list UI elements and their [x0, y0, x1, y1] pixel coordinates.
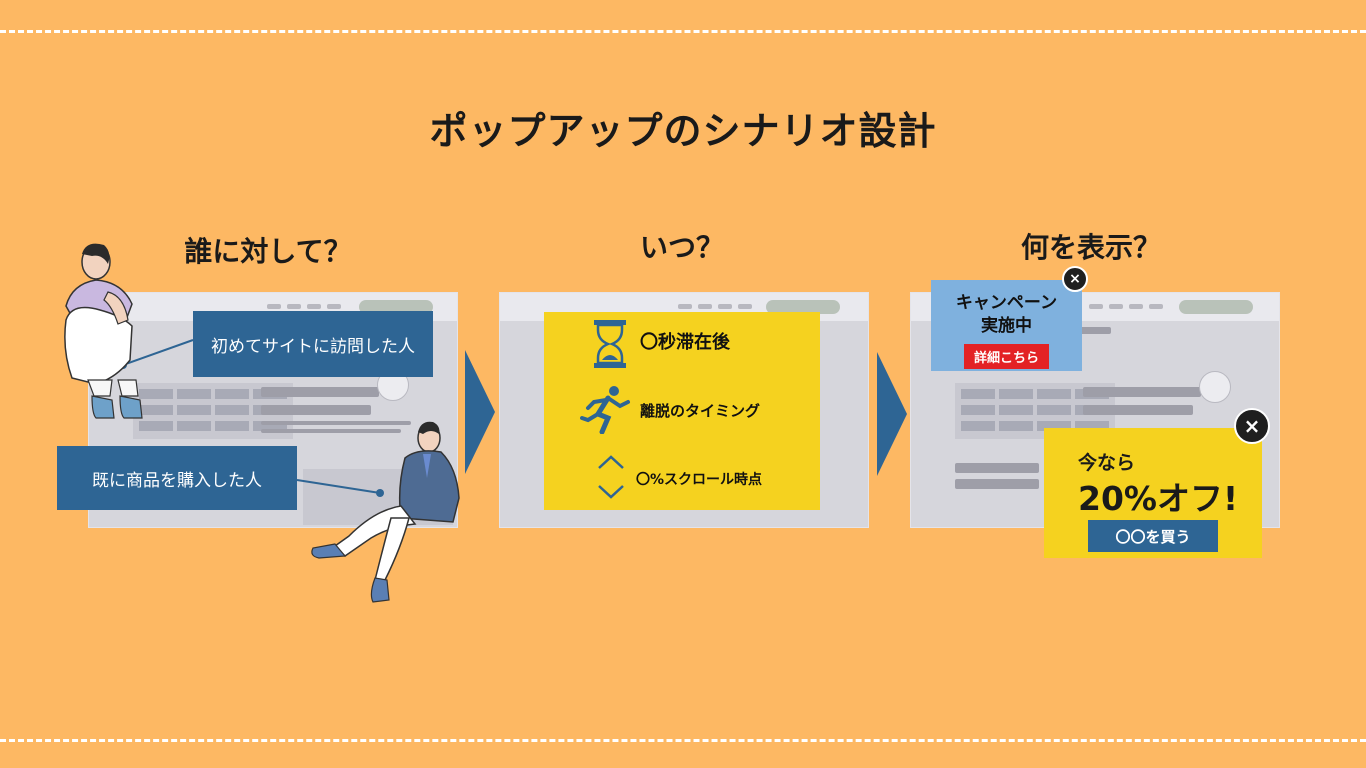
campaign-popup: キャンペーン 実施中 詳細こちら [931, 280, 1082, 371]
close-icon[interactable]: × [1234, 408, 1270, 444]
arrow-right-icon [465, 350, 495, 474]
arrow-right-icon [877, 352, 907, 476]
discount-popup: 今なら 20%オフ! 〇〇を買う [1044, 428, 1262, 558]
businessman-illustration [311, 421, 460, 603]
sitting-person-illustration [64, 243, 143, 419]
hourglass-icon [594, 320, 626, 368]
label-first-visit: 初めてサイトに訪問した人 [193, 311, 433, 377]
buy-button[interactable]: 〇〇を買う [1088, 520, 1218, 552]
campaign-text-line1: キャンペーン [955, 293, 1058, 313]
running-person-icon [580, 386, 630, 434]
offer-text-line1: 今なら [1078, 452, 1136, 474]
campaign-detail-button[interactable]: 詳細こちら [963, 344, 1049, 369]
offer-text-line2: 20%オフ! [1078, 479, 1239, 518]
scroll-chevrons-icon [598, 455, 624, 499]
heading-when: いつ？ [639, 231, 724, 264]
heading-what: 何を表示？ [1020, 231, 1161, 264]
heading-who: 誰に対して？ [184, 235, 352, 268]
top-dashed-border [0, 30, 1366, 33]
timing-panel: 〇秒滞在後 離脱のタイミング 〇%スクロール時点 [544, 312, 820, 510]
page-title: ポップアップのシナリオ設計 [429, 109, 937, 153]
bottom-dashed-border [0, 739, 1366, 742]
timing-stay-duration: 〇秒滞在後 [640, 332, 730, 353]
timing-scroll-depth: 〇%スクロール時点 [636, 472, 763, 488]
campaign-text-line2: 実施中 [981, 316, 1032, 336]
timing-exit-intent: 離脱のタイミング [640, 402, 761, 420]
close-icon[interactable]: × [1062, 266, 1088, 292]
label-purchased: 既に商品を購入した人 [57, 446, 297, 510]
